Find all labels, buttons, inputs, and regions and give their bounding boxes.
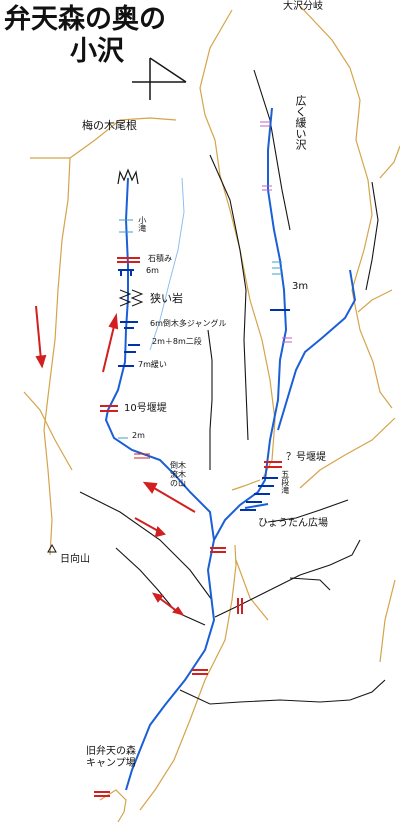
path-right-valley — [253, 69, 291, 231]
label-kyu-camp-1: 旧弁天の森 — [86, 746, 136, 757]
label-2m: 2m — [132, 431, 145, 440]
arrow-both — [157, 596, 179, 613]
label-oosawa-bunki: 大沢分岐 — [283, 1, 323, 12]
path-bottom-right — [179, 679, 386, 705]
map-title-line1: 弁天森の奥の — [4, 4, 166, 35]
ridge-right-lower — [357, 289, 393, 313]
path-right-edge — [365, 181, 379, 291]
stream-right — [213, 107, 288, 541]
label-ume-no-ki-one: 梅の木尾根 — [82, 119, 137, 132]
north-arrow-icon — [132, 57, 187, 100]
ridge-upper-right — [299, 5, 393, 409]
arrow-se-head — [154, 526, 166, 538]
ridge-top-right — [379, 145, 400, 179]
path-center-right — [267, 499, 349, 523]
stream-markers — [94, 121, 292, 797]
path-right-low — [214, 539, 361, 618]
ridge-left — [43, 157, 71, 556]
direction-arrows — [35, 305, 196, 616]
arrow-up-head — [108, 312, 119, 330]
ridge-bottom-left — [99, 789, 127, 823]
ridge-main — [199, 9, 276, 481]
arrow-up — [102, 321, 116, 373]
path-mid — [207, 329, 213, 470]
arrow-nw — [153, 487, 196, 513]
label-dam-q: ？号堰堤 — [286, 452, 326, 463]
label-2m-8m: 2m＋8m二段 — [152, 337, 202, 346]
arrow-nw-head — [142, 481, 158, 494]
arrow-left-down — [35, 305, 42, 361]
label-ko-taki: 小滝 — [137, 216, 147, 232]
label-dam-10: 10号堰堤 — [124, 403, 167, 414]
path-ridge-right — [289, 577, 331, 591]
path-left-low — [115, 547, 206, 626]
ridge-left-spur — [23, 391, 73, 471]
label-semai-iwa: 狭い岩 — [150, 292, 183, 305]
label-3m: 3m — [292, 281, 309, 292]
ridge-upper-left — [30, 117, 177, 159]
label-hyoutan: ひょうたん広場 — [258, 518, 328, 529]
label-ishizumi: 石積み — [148, 254, 172, 263]
label-hinata-yama: 日向山 — [60, 554, 90, 565]
stream-main — [104, 177, 216, 791]
ridge-right-low — [379, 579, 396, 663]
narrow-rock-icon — [118, 289, 144, 307]
ridge-bottom — [139, 544, 237, 811]
label-kyu-camp-2: キャンプ場 — [86, 758, 136, 769]
summit-triangle-icon — [47, 543, 57, 553]
stream-light — [149, 177, 185, 351]
ridge-hyoutan — [231, 479, 261, 491]
label-6m: 6m — [146, 266, 159, 275]
arrow-both-head-a — [151, 592, 164, 603]
stream-bottom-branch — [244, 503, 269, 509]
ridge-lines — [23, 5, 400, 823]
arrow-both-head-b — [172, 606, 185, 616]
label-hiroku-yurui-sawa: 広く緩い沢 — [294, 95, 307, 150]
map-title-line2: 小沢 — [70, 36, 124, 67]
ridge-bottom-right — [235, 559, 269, 621]
stream-right-branch — [277, 269, 357, 431]
streams — [104, 107, 357, 791]
path-diagonal — [79, 491, 213, 601]
arrow-left-down-head — [35, 354, 47, 369]
ridge-right-mid — [299, 417, 396, 489]
arrow-se — [134, 517, 161, 533]
label-6m-jungle: 6m倒木多ジャングル — [150, 319, 227, 328]
path-left-valley — [209, 154, 249, 441]
label-touboku: 倒木流木の山 — [170, 461, 186, 488]
label-7m: 7m緩い — [138, 360, 167, 369]
label-godan-taki: 五段滝 — [280, 470, 290, 494]
source-crown-icon — [117, 168, 139, 185]
paths — [79, 69, 386, 705]
